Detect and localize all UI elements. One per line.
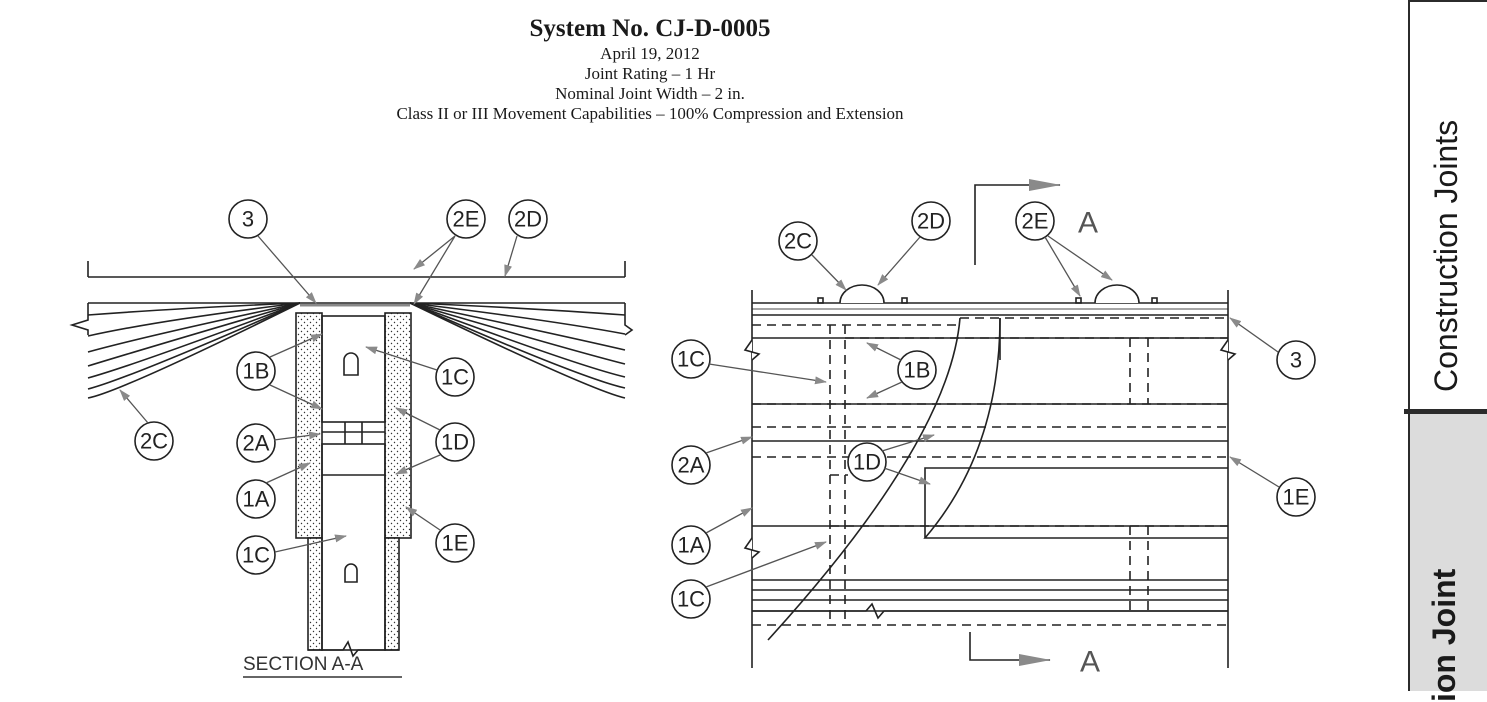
callout-1c-lower: 1C [236, 535, 276, 575]
drawing-header: System No. CJ-D-0005 April 19, 2012 Join… [290, 14, 1010, 124]
callout-1c-elev-upper: 1C [671, 339, 711, 379]
subcategory-tab [1408, 412, 1487, 691]
section-mark-bottom: A [1080, 646, 1100, 679]
callout-2e: 2E [446, 199, 486, 239]
svg-text:1C: 1C [677, 587, 705, 612]
section-caption: SECTION A-A [243, 654, 364, 675]
svg-text:1E: 1E [442, 531, 469, 556]
svg-text:2E: 2E [1022, 209, 1049, 234]
svg-text:2D: 2D [514, 207, 542, 232]
callout-3-elev: 3 [1276, 340, 1316, 380]
svg-text:1E: 1E [1283, 485, 1310, 510]
svg-text:2C: 2C [140, 429, 168, 454]
svg-text:2A: 2A [678, 453, 705, 478]
svg-text:1A: 1A [243, 487, 270, 512]
section-mark-top: A [1078, 207, 1098, 240]
callout-1a: 1A [236, 479, 276, 519]
system-title: System No. CJ-D-0005 [529, 15, 771, 42]
svg-text:1B: 1B [243, 359, 270, 384]
callout-2c: 2C [134, 421, 174, 461]
callout-2c-elev: 2C [778, 221, 818, 261]
movement-capability: Class II or III Movement Capabilities – … [396, 104, 904, 123]
svg-text:2A: 2A [243, 431, 270, 456]
callout-2a-elev: 2A [671, 445, 711, 485]
callout-1d: 1D [435, 422, 475, 462]
svg-text:3: 3 [1290, 348, 1302, 373]
svg-text:1D: 1D [441, 430, 469, 455]
svg-text:1C: 1C [441, 365, 469, 390]
callout-1c-upper: 1C [435, 357, 475, 397]
svg-text:1C: 1C [242, 543, 270, 568]
assembly-drawing: SECTION A-A 3 2E 2D 1B 1C 2C 2A 1D 1A 1C… [69, 179, 1316, 679]
callout-1d-elev: 1D [847, 442, 887, 482]
callout-1e-elev: 1E [1276, 477, 1316, 517]
subcategory-label: ion Joint [1426, 568, 1462, 702]
callout-1a-elev: 1A [671, 525, 711, 565]
svg-text:1D: 1D [853, 450, 881, 475]
elevation-callouts: 2C 2D 2E 1C 1B 3 2A 1D 1E 1A 1C [671, 201, 1316, 619]
callout-1c-elev-lower: 1C [671, 579, 711, 619]
svg-text:2D: 2D [917, 209, 945, 234]
svg-text:1A: 1A [678, 533, 705, 558]
section-cut-markers: A A [969, 179, 1100, 679]
section-a-a-view [69, 261, 634, 658]
section-callouts: 3 2E 2D 1B 1C 2C 2A 1D 1A 1C 1E [119, 199, 548, 575]
elevation-view [743, 284, 1237, 668]
approval-date: April 19, 2012 [600, 44, 700, 63]
category-label: Construction Joints [1428, 119, 1464, 392]
callout-1b: 1B [236, 351, 276, 391]
callout-1b-elev: 1B [897, 350, 937, 390]
svg-text:1B: 1B [904, 358, 931, 383]
category-tab [1408, 0, 1487, 412]
callout-2a: 2A [236, 423, 276, 463]
callout-2d: 2D [508, 199, 548, 239]
svg-text:2C: 2C [784, 229, 812, 254]
callout-2e-elev: 2E [1015, 201, 1055, 241]
svg-text:2E: 2E [453, 207, 480, 232]
callout-2d-elev: 2D [911, 201, 951, 241]
tab-divider [1404, 409, 1487, 414]
callout-3: 3 [228, 199, 268, 239]
callout-1e: 1E [435, 523, 475, 563]
joint-rating: Joint Rating – 1 Hr [584, 64, 716, 83]
svg-text:1C: 1C [677, 347, 705, 372]
joint-width: Nominal Joint Width – 2 in. [555, 84, 745, 103]
svg-text:3: 3 [242, 207, 254, 232]
